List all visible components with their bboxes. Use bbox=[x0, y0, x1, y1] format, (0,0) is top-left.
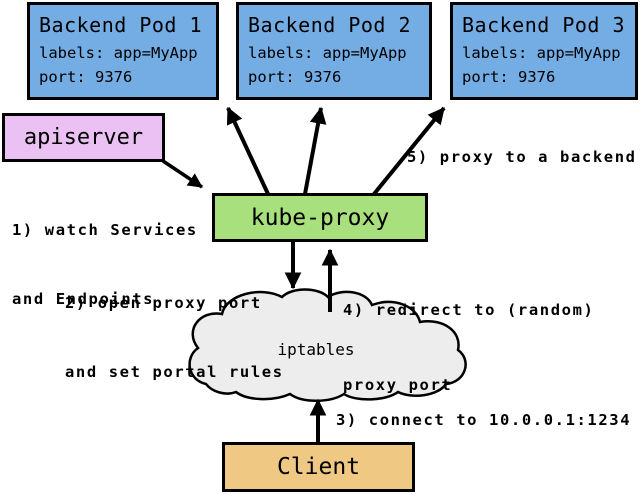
pod-title: Backend Pod 3 bbox=[462, 13, 626, 37]
pod-labels-line: labels: app=MyApp bbox=[39, 44, 198, 62]
client-label: Client bbox=[276, 454, 361, 480]
iptables-label: iptables bbox=[277, 340, 355, 359]
pod-labels-line: labels: app=MyApp bbox=[248, 44, 407, 62]
kube-proxy-label: kube-proxy bbox=[250, 204, 390, 231]
backend-pod-3-box: Backend Pod 3 labels: app=MyApp port: 93… bbox=[450, 2, 638, 100]
arrow-kube-proxy-to-pod3 bbox=[372, 106, 446, 196]
arrow-kube-proxy-to-pod1 bbox=[226, 106, 270, 195]
note-open-proxy-port: 2) open proxy port and set portal rules bbox=[65, 246, 284, 430]
note-line: and Endpoints bbox=[12, 290, 155, 308]
client-box: Client bbox=[222, 442, 415, 492]
iptables-cloud bbox=[188, 288, 467, 402]
note-line: 4) redirect to (random) bbox=[343, 301, 595, 319]
note-line: 1) watch Services bbox=[12, 221, 198, 239]
arrow-apiserver-to-kube-proxy bbox=[162, 159, 203, 189]
note-connect: 3) connect to 10.0.0.1:1234 bbox=[336, 411, 632, 429]
note-redirect-proxy-port: 4) redirect to (random) proxy port bbox=[343, 248, 594, 448]
pod-title: Backend Pod 2 bbox=[248, 13, 412, 37]
pod-labels-line: labels: app=MyApp bbox=[462, 44, 621, 62]
arrow-kube-proxy-to-pod2 bbox=[303, 106, 327, 195]
pod-title: Backend Pod 1 bbox=[39, 13, 203, 37]
apiserver-box: apiserver bbox=[2, 113, 165, 162]
backend-pod-1-box: Backend Pod 1 labels: app=MyApp port: 93… bbox=[27, 2, 219, 100]
kube-proxy-box: kube-proxy bbox=[212, 193, 428, 242]
note-line: and set portal rules bbox=[65, 363, 284, 381]
note-watch-services: 1) watch Services and Endpoints bbox=[12, 173, 198, 357]
backend-pod-2-box: Backend Pod 2 labels: app=MyApp port: 93… bbox=[236, 2, 432, 100]
pod-port-line: port: 9376 bbox=[248, 68, 342, 86]
note-proxy-to-backend: 5) proxy to a backend bbox=[407, 148, 637, 166]
note-line: proxy port bbox=[343, 376, 453, 394]
pod-port-line: port: 9376 bbox=[39, 68, 133, 86]
note-line: 2) open proxy port bbox=[65, 294, 262, 312]
apiserver-label: apiserver bbox=[23, 125, 144, 150]
pod-port-line: port: 9376 bbox=[462, 68, 556, 86]
